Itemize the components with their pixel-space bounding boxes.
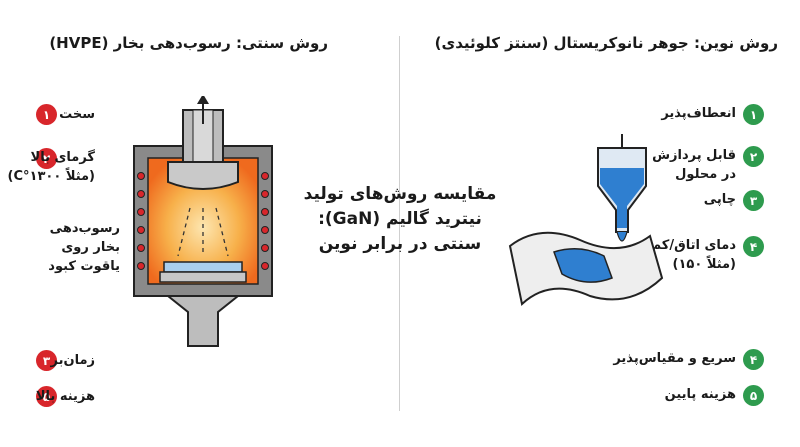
item-label: دمای اتاق/کم (مثلاً ۱۵۰): [651, 238, 736, 272]
traditional-label-rigid: سخت: [59, 107, 95, 122]
modern-item-printable: ۳ چاپی: [704, 190, 764, 211]
ink-dropper-diagram-icon: [508, 134, 664, 306]
title-line-2: نیترید گالیم (GaN):: [318, 209, 482, 229]
title-line-3: سنتی در برابر نوین: [318, 234, 482, 254]
badge: ۴: [743, 236, 764, 257]
center-divider: [399, 36, 400, 411]
modern-method-header: روش نوین: جوهر نانوکریستال (سنتز کلوئیدی…: [434, 34, 778, 52]
traditional-badge-high-heat: ۲: [36, 148, 57, 169]
badge: ۲: [743, 146, 764, 167]
traditional-method-header: روش سنتی: رسوب‌دهی بخار (HVPE): [49, 34, 328, 52]
item-label: چاپی: [703, 192, 736, 207]
traditional-label-vapor-deposition: رسوب‌دهی بخار روی یاقوت کبود: [48, 221, 120, 274]
furnace-diagram-icon: [133, 96, 273, 347]
badge: ۵: [743, 385, 764, 406]
item-label: هزینه پایین: [664, 387, 736, 402]
traditional-label-time: زمان‌بر: [50, 353, 95, 368]
traditional-label-high-cost: هزینه بالا: [35, 389, 95, 404]
traditional-badge-time: ۳: [36, 350, 57, 371]
badge: ۱: [743, 104, 764, 125]
traditional-badge-rigid: ۱: [36, 104, 57, 125]
modern-item-solution-processable: ۲ قابل پردازش در محلول: [652, 146, 764, 184]
modern-item-low-cost: ۵ هزینه پایین: [665, 385, 764, 406]
item-label: قابل پردازش در محلول: [652, 148, 736, 182]
item-label: انعطاف‌پذیر: [661, 106, 736, 121]
modern-item-low-temp: ۴ دمای اتاق/کم (مثلاً ۱۵۰): [652, 236, 764, 274]
badge: ۴: [743, 349, 764, 370]
badge: ۳: [743, 190, 764, 211]
traditional-badge-high-cost: ۵: [36, 386, 57, 407]
comparison-title: مقایسه روش‌های تولید نیترید گالیم (GaN):…: [300, 182, 500, 257]
modern-item-fast-scalable: ۴ سریع و مقیاس‌پذیر: [613, 349, 764, 370]
modern-item-flexible: ۱ انعطاف‌پذیر: [661, 104, 764, 125]
title-line-1: مقایسه روش‌های تولید: [303, 184, 497, 204]
item-label: سریع و مقیاس‌پذیر: [613, 351, 736, 366]
traditional-label-high-heat: گرمای بالا (مثلاً ۱۳۰۰°C): [7, 150, 95, 184]
